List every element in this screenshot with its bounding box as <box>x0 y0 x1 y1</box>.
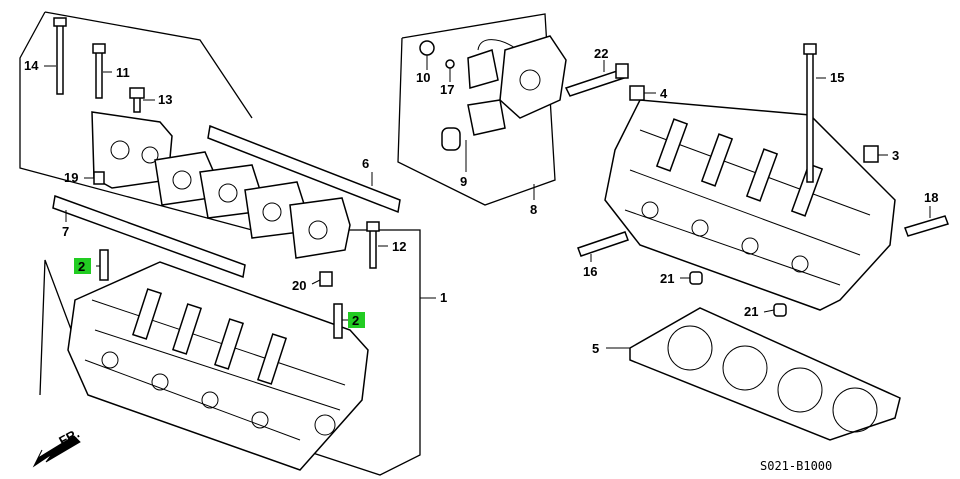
cylinder-head-right <box>577 43 949 311</box>
callout-17[interactable]: 17 <box>440 82 454 97</box>
callout-5[interactable]: 5 <box>592 341 599 356</box>
spool-valve-group <box>419 35 629 151</box>
front-direction-indicator: FR. <box>32 426 82 468</box>
callout-9[interactable]: 9 <box>460 174 467 189</box>
callout-15[interactable]: 15 <box>830 70 844 85</box>
callout-18[interactable]: 18 <box>924 190 938 205</box>
cylinder-head-left <box>67 249 369 471</box>
callout-20[interactable]: 20 <box>292 278 306 293</box>
callout-7[interactable]: 7 <box>62 224 69 239</box>
camshaft-holder-group <box>52 17 401 287</box>
callout-10[interactable]: 10 <box>416 70 430 85</box>
callout-11[interactable]: 11 <box>116 65 130 80</box>
callout-4[interactable]: 4 <box>660 86 668 101</box>
dowel-pins <box>689 271 787 317</box>
callout-22[interactable]: 22 <box>594 46 608 61</box>
callout-14[interactable]: 14 <box>24 58 39 73</box>
callout-16[interactable]: 16 <box>583 264 597 279</box>
arrow-down-left-icon <box>32 435 81 468</box>
callout-1[interactable]: 1 <box>440 290 447 305</box>
highlight-box-2b <box>348 312 365 328</box>
callout-3[interactable]: 3 <box>892 148 899 163</box>
callout-6[interactable]: 6 <box>362 156 369 171</box>
callout-21b[interactable]: 21 <box>744 304 758 319</box>
callout-19[interactable]: 19 <box>64 170 78 185</box>
diagram-code: S021-B1000 <box>760 459 832 473</box>
head-gasket <box>629 307 901 441</box>
callout-2a[interactable]: 2 <box>78 259 85 274</box>
callout-12[interactable]: 12 <box>392 239 406 254</box>
leader-lines <box>44 55 931 349</box>
callout-labels: 14 11 13 19 6 7 12 20 1 2 2 10 17 9 8 22… <box>24 46 938 356</box>
highlight-box-2a <box>74 258 91 274</box>
callout-8-valve[interactable]: 8 <box>530 202 537 217</box>
callout-2b[interactable]: 2 <box>352 313 359 328</box>
callout-21a[interactable]: 21 <box>660 271 674 286</box>
callout-13[interactable]: 13 <box>158 92 172 107</box>
group-boundaries <box>19 11 556 476</box>
